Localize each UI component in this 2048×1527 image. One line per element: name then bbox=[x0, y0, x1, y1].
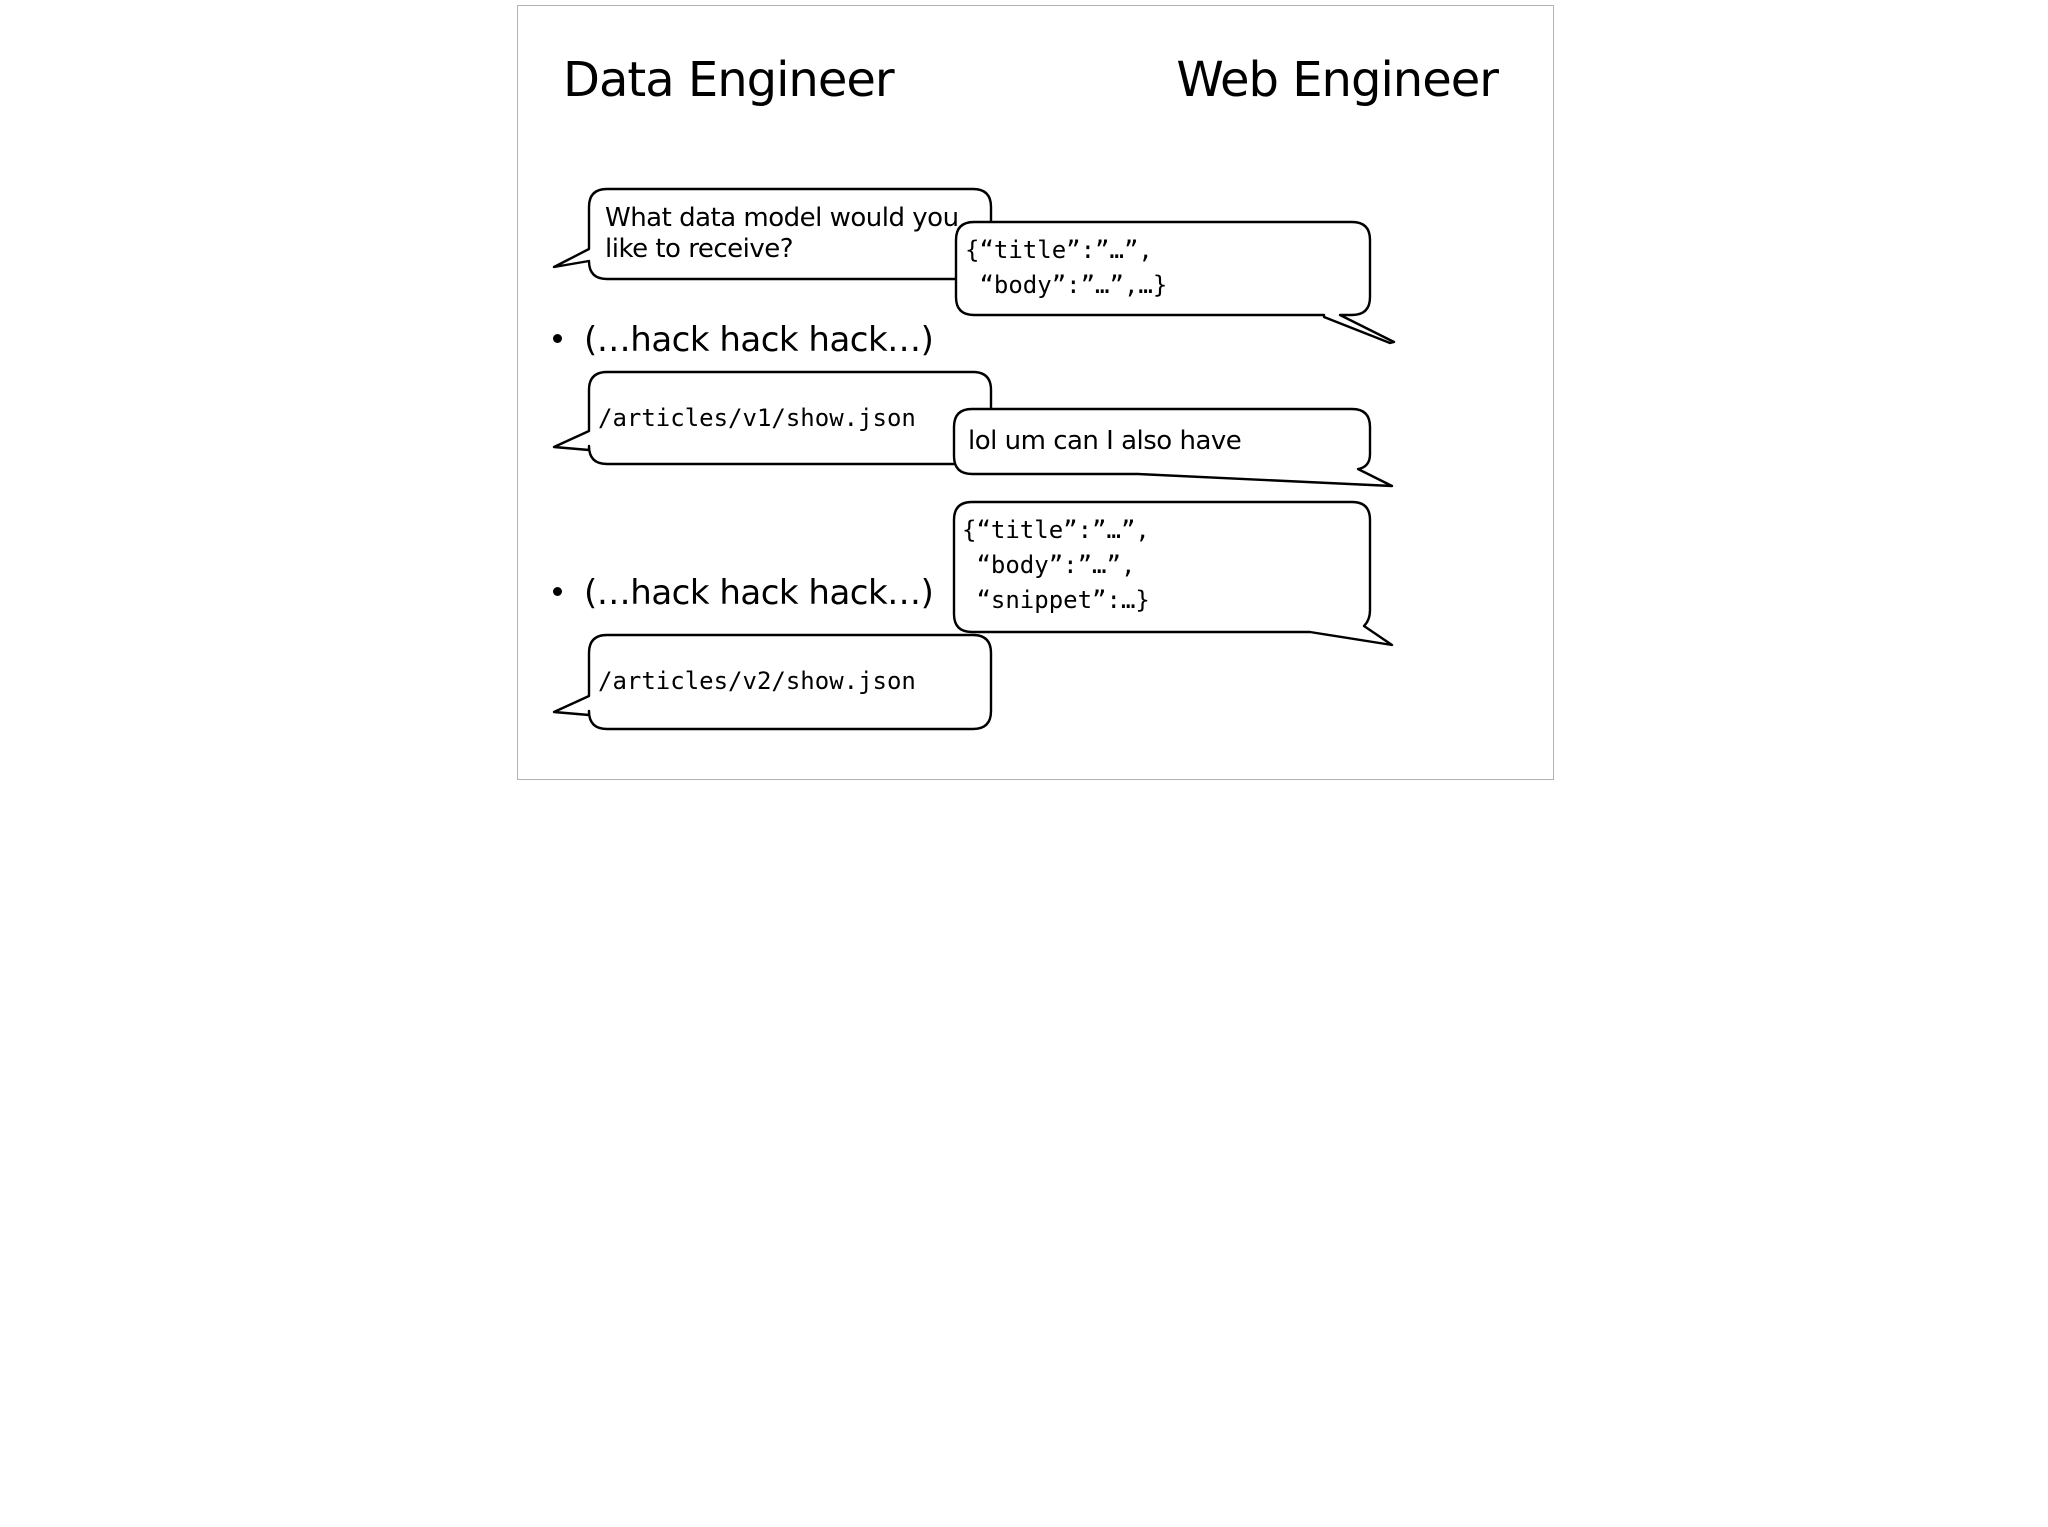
request-bubble-shape bbox=[952, 407, 1394, 488]
endpoint-v2-text: /articles/v2/show.json bbox=[598, 667, 916, 695]
web-engineer-heading: Web Engineer bbox=[1176, 52, 1499, 108]
data-engineer-heading: Data Engineer bbox=[563, 52, 895, 108]
model-v2-line-1: {“title”:”…”, bbox=[962, 516, 1150, 544]
question-bubble-shape bbox=[552, 187, 993, 281]
model-v1-line-1: {“title”:”…”, bbox=[965, 236, 1153, 264]
bullet-hack-2-text: (…hack hack hack…) bbox=[584, 573, 934, 613]
endpoint-v1-bubble-shape bbox=[552, 370, 993, 466]
speech-bubbles bbox=[552, 187, 1396, 731]
bullet-dot bbox=[553, 586, 562, 596]
model-v2-line-3: “snippet”:…} bbox=[962, 586, 1150, 614]
request-text: lol um can I also have bbox=[968, 426, 1242, 456]
bullet-hack-2: (…hack hack hack…) bbox=[553, 572, 934, 614]
bullet-hack-1: (…hack hack hack…) bbox=[553, 319, 934, 361]
model-v1-line-2: “body”:”…”,…} bbox=[965, 271, 1168, 299]
question-line-1: What data model would you bbox=[605, 203, 959, 233]
endpoint-v1-text: /articles/v1/show.json bbox=[598, 404, 916, 432]
model-v1-bubble-shape bbox=[954, 220, 1396, 345]
slide: Data Engineer Web Engineer What data mod… bbox=[517, 5, 1554, 780]
bullet-hack-1-text: (…hack hack hack…) bbox=[584, 320, 934, 360]
endpoint-v2-bubble-shape bbox=[552, 633, 993, 731]
model-v2-bubble-shape bbox=[952, 500, 1394, 647]
question-line-2: like to receive? bbox=[605, 234, 794, 264]
bullet-dot bbox=[553, 333, 562, 343]
model-v2-line-2: “body”:”…”, bbox=[962, 551, 1136, 579]
